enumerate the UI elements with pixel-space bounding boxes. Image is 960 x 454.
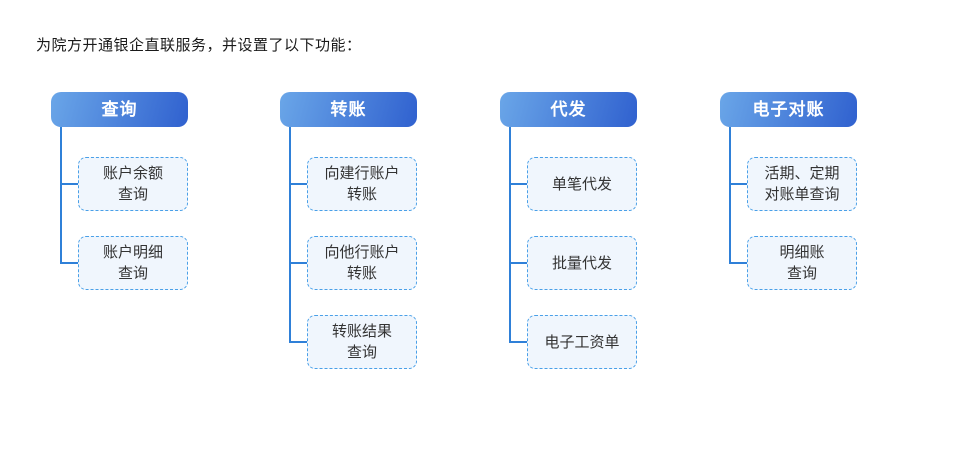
leaf-label-line: 查询 xyxy=(117,186,148,203)
leaf-node-transfer-result-query: 转账结果 查询 xyxy=(307,315,417,369)
connector-vertical-line xyxy=(289,127,291,342)
branch-header-e-reconciliation: 电子对账 xyxy=(720,92,857,127)
connector-horizontal-line xyxy=(60,262,79,264)
leaf-node-statement-query: 活期、定期 对账单查询 xyxy=(747,157,857,211)
connector-horizontal-line xyxy=(729,183,748,185)
leaf-label-line: 查询 xyxy=(117,265,148,282)
leaf-label-line: 活期、定期 xyxy=(764,165,840,182)
leaf-label-line: 向他行账户 xyxy=(324,244,400,261)
branch-header-query: 查询 xyxy=(51,92,188,127)
leaf-node-batch-payment: 批量代发 xyxy=(527,236,637,290)
leaf-label-line: 账户余额 xyxy=(102,165,163,182)
leaf-node-account-balance-query: 账户余额 查询 xyxy=(78,157,188,211)
connector-horizontal-line xyxy=(289,262,308,264)
leaf-label-line: 转账 xyxy=(346,265,377,282)
leaf-label-line: 单笔代发 xyxy=(551,175,612,193)
leaf-label-line: 查询 xyxy=(346,344,377,361)
branch-header-agency-pay: 代发 xyxy=(500,92,637,127)
branch-agency-pay: 代发 单笔代发 批量代发 电子工资单 xyxy=(500,92,640,392)
leaf-node-single-payment: 单笔代发 xyxy=(527,157,637,211)
page-title: 为院方开通银企直联服务，并设置了以下功能： xyxy=(36,37,362,54)
leaf-node-detail-ledger-query: 明细账 查询 xyxy=(747,236,857,290)
leaf-node-electronic-payslip: 电子工资单 xyxy=(527,315,637,369)
leaf-node-transfer-to-ccb: 向建行账户 转账 xyxy=(307,157,417,211)
connector-horizontal-line xyxy=(509,262,528,264)
connector-vertical-line xyxy=(509,127,511,342)
connector-horizontal-line xyxy=(289,341,308,343)
leaf-node-account-detail-query: 账户明细 查询 xyxy=(78,236,188,290)
connector-vertical-line xyxy=(60,127,62,263)
leaf-label-line: 电子工资单 xyxy=(544,333,620,351)
branch-e-reconciliation: 电子对账 活期、定期 对账单查询 明细账 查询 xyxy=(720,92,860,392)
leaf-label-line: 转账结果 xyxy=(331,323,392,340)
connector-horizontal-line xyxy=(509,183,528,185)
connector-horizontal-line xyxy=(729,262,748,264)
leaf-label-line: 账户明细 xyxy=(102,244,163,261)
branch-transfer: 转账 向建行账户 转账 向他行账户 转账 转账结果 查询 xyxy=(280,92,420,392)
leaf-label-line: 向建行账户 xyxy=(324,165,400,182)
leaf-label-line: 明细账 xyxy=(779,244,825,261)
branch-query: 查询 账户余额 查询 账户明细 查询 xyxy=(51,92,191,392)
connector-vertical-line xyxy=(729,127,731,263)
leaf-label-line: 查询 xyxy=(786,265,817,282)
leaf-label-line: 批量代发 xyxy=(551,254,612,272)
connector-horizontal-line xyxy=(289,183,308,185)
leaf-label-line: 对账单查询 xyxy=(764,186,840,203)
connector-horizontal-line xyxy=(60,183,79,185)
leaf-node-transfer-to-other-bank: 向他行账户 转账 xyxy=(307,236,417,290)
branch-header-transfer: 转账 xyxy=(280,92,417,127)
connector-horizontal-line xyxy=(509,341,528,343)
leaf-label-line: 转账 xyxy=(346,186,377,203)
